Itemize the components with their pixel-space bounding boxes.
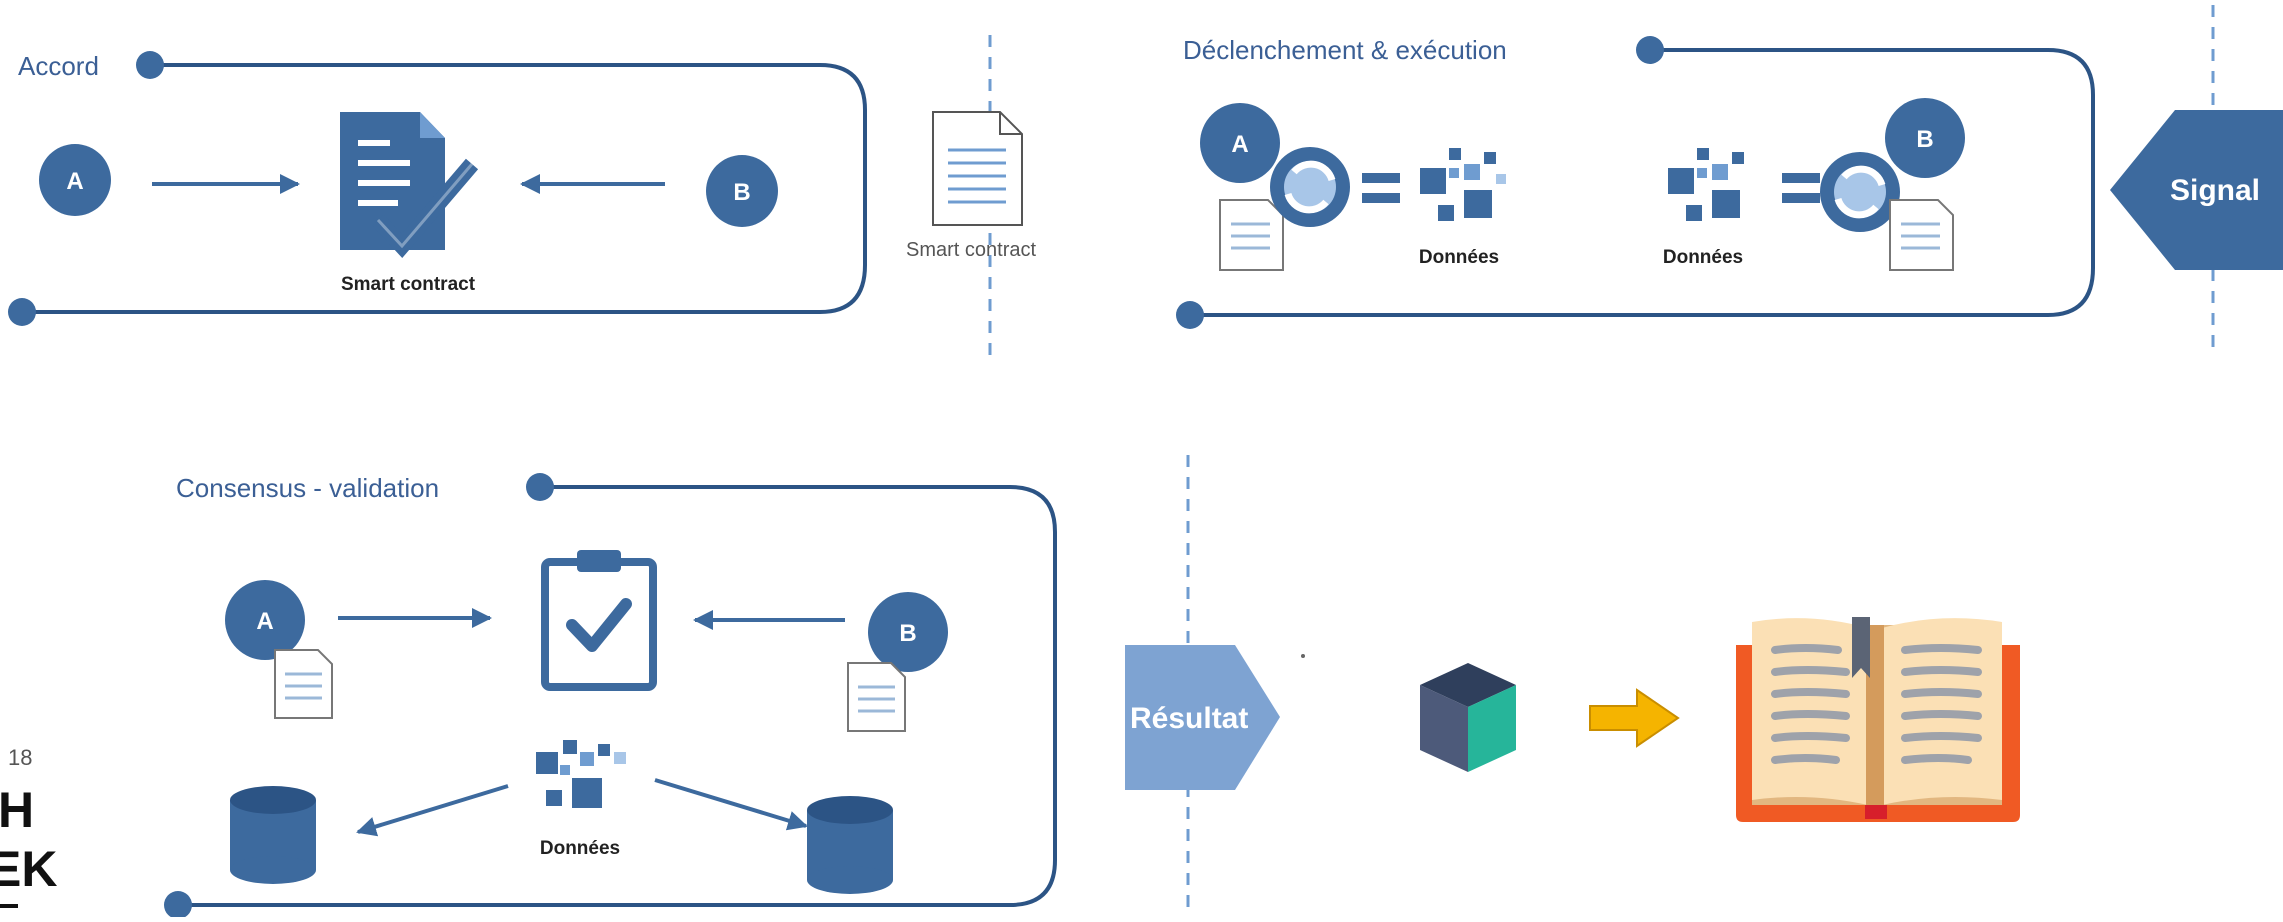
consensus-party-a: A bbox=[225, 580, 305, 660]
data-label-right: Données bbox=[1663, 247, 1743, 268]
logo-letters-1: H bbox=[0, 782, 34, 838]
trigger-frame-start-dot bbox=[1636, 36, 1664, 64]
trigger-frame bbox=[1190, 48, 2095, 317]
result-block: Résultat bbox=[1125, 455, 2020, 910]
party-a-label: A bbox=[256, 608, 273, 635]
data-blocks-icon bbox=[536, 740, 626, 808]
logo-letters-2: EK bbox=[0, 841, 57, 897]
consensus-data-label: Données bbox=[540, 838, 620, 859]
consensus-party-b: B bbox=[868, 592, 948, 672]
equals-icon bbox=[1782, 173, 1820, 203]
signal-arrow-shape bbox=[2110, 110, 2283, 270]
party-b-label: B bbox=[733, 179, 750, 206]
trigger-frame-end-dot bbox=[1176, 301, 1204, 329]
middle-contract-label: Smart contract bbox=[906, 239, 1036, 261]
trigger-panel: Déclenchement & exécution A bbox=[1176, 35, 2095, 329]
data-blocks-icon bbox=[1668, 148, 1744, 221]
accord-frame-end-dot bbox=[8, 298, 36, 326]
consensus-frame-end-dot bbox=[164, 891, 192, 919]
party-a-circle bbox=[39, 144, 111, 216]
party-a-label: A bbox=[1231, 131, 1248, 158]
party-a-circle bbox=[1200, 103, 1280, 183]
data-blocks-icon bbox=[1420, 148, 1506, 221]
document-lines-icon bbox=[932, 111, 1023, 226]
trigger-party-a: A bbox=[1200, 103, 1280, 183]
party-a-label: A bbox=[66, 168, 83, 195]
signal-label: Signal bbox=[2170, 174, 2260, 207]
data-label-left: Données bbox=[1419, 247, 1499, 268]
party-b-circle bbox=[868, 592, 948, 672]
accord-title: Accord bbox=[18, 51, 99, 81]
logo-year-fragment: 18 bbox=[8, 745, 32, 770]
consensus-frame bbox=[178, 485, 1057, 907]
cropped-logo: 18 H EK bbox=[0, 745, 57, 908]
accord-panel: Accord A B Smart contract bbox=[8, 51, 867, 326]
accord-frame-start-dot bbox=[136, 51, 164, 79]
database-icon bbox=[230, 786, 316, 884]
arrow-data-to-db-right bbox=[654, 778, 808, 831]
document-icon bbox=[1889, 199, 1954, 271]
signal-block: Signal bbox=[2110, 5, 2283, 355]
party-b-label: B bbox=[1916, 126, 1933, 153]
party-a-circle bbox=[225, 580, 305, 660]
sync-icon bbox=[1820, 152, 1900, 232]
document-icon bbox=[847, 662, 906, 732]
speck bbox=[1301, 654, 1305, 658]
middle-contract-block: Smart contract bbox=[906, 35, 1036, 355]
block-cube-icon bbox=[1420, 663, 1516, 772]
accord-frame bbox=[18, 63, 867, 314]
result-arrow-shape bbox=[1125, 645, 1280, 790]
trigger-party-b: B bbox=[1885, 98, 1965, 178]
consensus-panel: Consensus - validation A B bbox=[164, 473, 1057, 919]
smart-contract-document-icon bbox=[340, 112, 479, 259]
document-icon bbox=[1219, 199, 1284, 271]
consensus-frame-start-dot bbox=[526, 473, 554, 501]
logo-underline bbox=[0, 904, 18, 908]
accord-party-a: A bbox=[39, 144, 111, 216]
party-b-circle bbox=[706, 155, 778, 227]
open-book-icon bbox=[1736, 617, 2020, 822]
yellow-arrow-icon bbox=[1589, 688, 1680, 748]
sync-icon bbox=[1270, 147, 1350, 227]
equals-icon bbox=[1362, 173, 1400, 203]
consensus-title: Consensus - validation bbox=[176, 473, 439, 503]
party-b-label: B bbox=[899, 620, 916, 647]
accord-party-b: B bbox=[706, 155, 778, 227]
arrow-data-to-db-left bbox=[356, 784, 509, 837]
trigger-title: Déclenchement & exécution bbox=[1183, 35, 1507, 65]
document-icon bbox=[274, 649, 333, 719]
party-b-circle bbox=[1885, 98, 1965, 178]
database-icon bbox=[807, 796, 893, 894]
clipboard-check-icon bbox=[541, 550, 657, 691]
result-label: Résultat bbox=[1130, 702, 1248, 735]
accord-contract-label: Smart contract bbox=[341, 274, 476, 295]
